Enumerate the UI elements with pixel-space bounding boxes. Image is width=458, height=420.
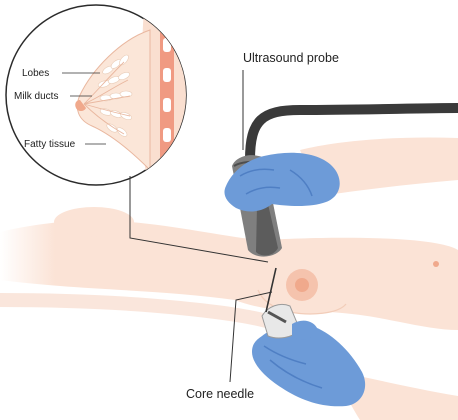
label-lobes: Lobes: [22, 68, 49, 79]
nipple: [295, 278, 309, 292]
other-nipple: [433, 261, 439, 267]
label-fatty-tissue: Fatty tissue: [24, 139, 76, 150]
label-ultrasound-probe: Ultrasound probe: [243, 51, 339, 65]
head: [54, 207, 134, 237]
patient-body: [0, 207, 458, 330]
label-milk-ducts: Milk ducts: [14, 91, 58, 102]
probe-assembly: [224, 108, 458, 257]
label-core-needle: Core needle: [186, 387, 254, 401]
